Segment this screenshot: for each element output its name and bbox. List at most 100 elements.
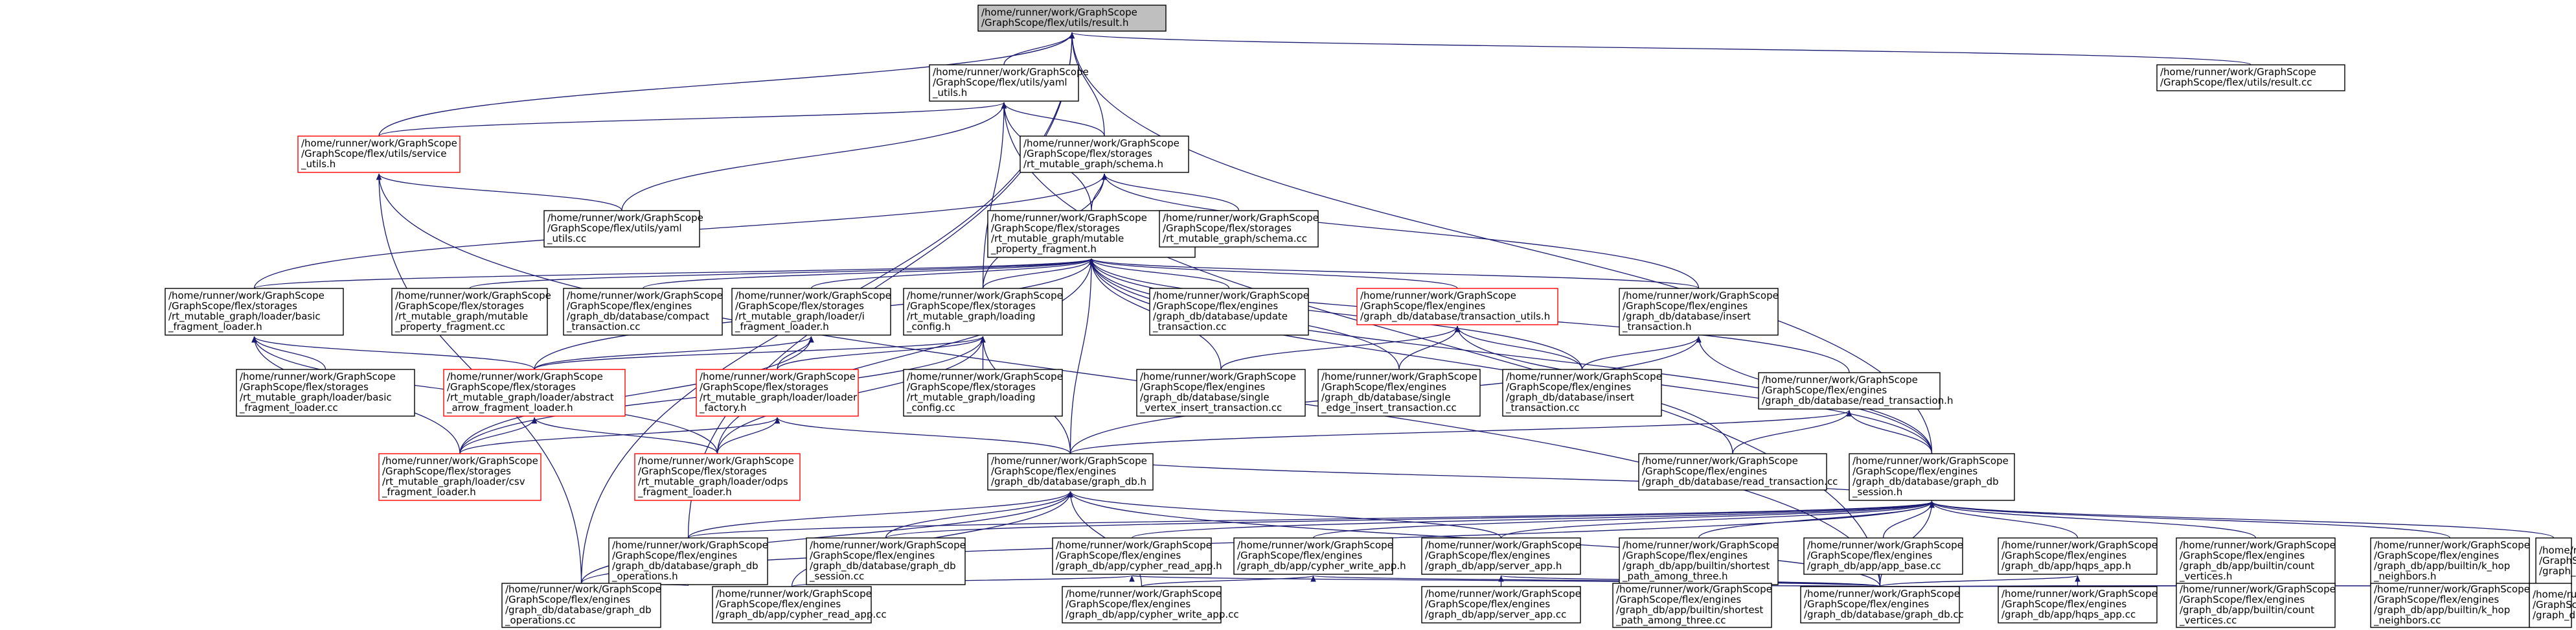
node-cypher-write-cc[interactable]: /home/runner/work/GraphScope/GraphScope/… [1062, 586, 1239, 624]
include-edge-graph_db_session_h-to-mutable_fragment_h [1088, 258, 1933, 454]
node-label-line: /home/runner/work/GraphScope [567, 290, 723, 301]
node-cypher-read-cc[interactable]: /home/runner/work/GraphScope/GraphScope/… [712, 586, 887, 624]
node-pagerank-h[interactable]: /home/runner/work/GraphScope/GraphScope/… [2535, 537, 2576, 585]
node-label-line: /home/runner/work/GraphScope [2539, 544, 2576, 556]
node-odps-loader-h[interactable]: /home/runner/work/GraphScope/GraphScope/… [634, 453, 801, 501]
node-txn-utils-h[interactable]: /home/runner/work/GraphScope/GraphScope/… [1356, 288, 1558, 325]
node-box [165, 288, 344, 336]
node-box [297, 135, 461, 173]
node-service-utils-h[interactable]: /home/runner/work/GraphScope/GraphScope/… [297, 135, 461, 173]
node-label-line: /rt_mutable_graph/mutable [991, 233, 1124, 245]
node-i-loader-h[interactable]: /home/runner/work/GraphScope/GraphScope/… [731, 288, 891, 336]
node-label-line: /home/runner/work/GraphScope [1321, 371, 1477, 382]
node-label-line: /GraphScope/flex/engines [2374, 550, 2499, 561]
node-loading-config-cc[interactable]: /home/runner/work/GraphScope/GraphScope/… [903, 369, 1063, 417]
include-edge-loader_factory_h-to-i_loader_h [777, 336, 814, 370]
node-label-line: /graph_db/app/builtin/k_hop [2374, 604, 2510, 616]
include-edge-csv_loader_h-to-i_loader_h [459, 336, 814, 454]
node-single-vertex-cc[interactable]: /home/runner/work/GraphScope/GraphScope/… [1136, 369, 1306, 417]
include-edge-graph_db_ops_h-to-result_h [687, 32, 1075, 539]
node-cypher-read-h[interactable]: /home/runner/work/GraphScope/GraphScope/… [1052, 537, 1222, 575]
node-label-line: /GraphScope/flex/engines [1425, 598, 1550, 610]
node-mutable-fragment-cc[interactable]: /home/runner/work/GraphScope/GraphScope/… [391, 288, 551, 336]
node-update-txn-cc[interactable]: /home/runner/work/GraphScope/GraphScope/… [1149, 288, 1309, 336]
node-loading-config-h[interactable]: /home/runner/work/GraphScope/GraphScope/… [903, 288, 1063, 336]
include-edge-mutable_fragment_cc-to-mutable_fragment_h [469, 258, 1094, 289]
node-graph-db-session-cc[interactable]: /home/runner/work/GraphScope/GraphScope/… [806, 537, 966, 585]
node-label-line: /home/runner/work/GraphScope [1153, 290, 1309, 301]
node-shortest-h[interactable]: /home/runner/work/GraphScope/GraphScope/… [1619, 537, 1779, 585]
node-insert-txn-h[interactable]: /home/runner/work/GraphScope/GraphScope/… [1619, 288, 1779, 336]
node-yaml-utils-h[interactable]: /home/runner/work/GraphScope/GraphScope/… [929, 64, 1089, 102]
node-hqps-app-cc[interactable]: /home/runner/work/GraphScope/GraphScope/… [1998, 586, 2158, 624]
node-result-h[interactable]: /home/runner/work/GraphScope/GraphScope/… [977, 5, 1167, 32]
node-pagerank-cc[interactable]: /home/runner/work/GraphScope/GraphScope/… [2529, 583, 2576, 628]
include-edge-insert_txn_cc-to-txn_utils_h [1454, 325, 1583, 370]
node-shortest-cc[interactable]: /home/runner/work/GraphScope/GraphScope/… [1612, 583, 1772, 628]
node-label-line: /home/runner/work/GraphScope [447, 371, 603, 382]
node-label-line: _utils.cc [547, 233, 586, 245]
node-label-line: /graph_db/database/update [1153, 310, 1288, 323]
node-schema-cc[interactable]: /home/runner/work/GraphScope/GraphScope/… [1159, 210, 1319, 248]
node-label-line: /graph_db/database/graph_db.cc [1804, 609, 1964, 621]
node-graph-db-session-h[interactable]: /home/runner/work/GraphScope/GraphScope/… [1849, 453, 2015, 501]
node-k-hop-h[interactable]: /home/runner/work/GraphScope/GraphScope/… [2370, 537, 2530, 585]
node-label-line: _transaction.cc [566, 321, 641, 333]
node-abstract-loader-h[interactable]: /home/runner/work/GraphScope/GraphScope/… [443, 369, 626, 417]
node-box [1502, 369, 1662, 417]
node-server-app-h[interactable]: /home/runner/work/GraphScope/GraphScope/… [1421, 537, 1581, 575]
node-yaml-utils-cc[interactable]: /home/runner/work/GraphScope/GraphScope/… [543, 210, 703, 248]
node-graph-db-h[interactable]: /home/runner/work/GraphScope/GraphScope/… [987, 453, 1154, 491]
node-server-app-cc[interactable]: /home/runner/work/GraphScope/GraphScope/… [1421, 586, 1581, 624]
node-app-base-cc[interactable]: /home/runner/work/GraphScope/GraphScope/… [1803, 537, 1963, 575]
node-hqps-app-h[interactable]: /home/runner/work/GraphScope/GraphScope/… [1998, 537, 2158, 575]
node-label-line: /home/runner/work/GraphScope [907, 371, 1063, 382]
node-basic-loader-cc[interactable]: /home/runner/work/GraphScope/GraphScope/… [236, 369, 415, 417]
node-label-line: /home/runner/work/GraphScope [991, 455, 1147, 467]
node-cypher-write-h[interactable]: /home/runner/work/GraphScope/GraphScope/… [1233, 537, 1406, 575]
node-box [236, 369, 415, 417]
node-single-edge-cc[interactable]: /home/runner/work/GraphScope/GraphScope/… [1317, 369, 1481, 417]
node-label-line: _path_among_three.cc [1615, 614, 1726, 627]
node-label-line: _fragment_loader.h [382, 486, 476, 498]
include-edge-insert_txn_cc-to-mutable_fragment_h [1088, 258, 1583, 370]
node-loader-factory-h[interactable]: /home/runner/work/GraphScope/GraphScope/… [696, 369, 859, 417]
node-label-line: /GraphScope/flex/engines [1623, 550, 1748, 561]
node-label-line: /GraphScope/flex/engines [1506, 381, 1631, 393]
node-label-line: /GraphScope/flex/engines [1153, 300, 1278, 312]
include-edge-abstract_loader_h-to-basic_loader_h [251, 336, 535, 370]
node-label-line: /GraphScope/flex/engines [2001, 598, 2126, 610]
node-graph-db-ops-cc[interactable]: /home/runner/work/GraphScope/GraphScope/… [501, 583, 661, 628]
node-read-txn-h[interactable]: /home/runner/work/GraphScope/GraphScope/… [1758, 372, 1953, 410]
node-result-cc[interactable]: /home/runner/work/GraphScope/GraphScope/… [2156, 64, 2345, 91]
node-label-line: /rt_mutable_graph/mutable [395, 310, 528, 323]
node-label-line: _fragment_loader.h [168, 321, 262, 333]
node-label-line: /graph_db/app/builtin/count [2180, 560, 2314, 572]
include-edge-graph_db_cc-to-yaml_utils_h [1001, 102, 1881, 587]
node-label-line: /graph_db/app/server_app.cc [1425, 609, 1566, 621]
node-label-line: /GraphScope/flex/engines [991, 465, 1116, 477]
include-edge-service_utils_h-to-yaml_utils_h [378, 102, 1007, 137]
node-csv-loader-h[interactable]: /home/runner/work/GraphScope/GraphScope/… [378, 453, 541, 501]
node-box [1136, 369, 1306, 417]
node-label-line: _vertices.cc [2179, 614, 2237, 627]
node-basic-loader-h[interactable]: /home/runner/work/GraphScope/GraphScope/… [165, 288, 344, 336]
node-count-vertices-h[interactable]: /home/runner/work/GraphScope/GraphScope/… [2176, 537, 2336, 585]
include-edge-txn_utils_h-to-mutable_fragment_h [1089, 258, 1458, 289]
node-label-line: /graph_db/app/builtin/pagerank.h [2539, 565, 2576, 578]
node-label-line: /GraphScope/flex/engines [1804, 598, 1929, 610]
node-insert-txn-cc[interactable]: /home/runner/work/GraphScope/GraphScope/… [1502, 369, 1662, 417]
node-box [2156, 64, 2345, 91]
node-label-line: /graph_db/app/server_app.h [1425, 560, 1562, 572]
node-graph-db-cc[interactable]: /home/runner/work/GraphScope/GraphScope/… [1800, 586, 1964, 624]
include-edge-single_vertex_cc-to-txn_utils_h [1220, 325, 1461, 370]
node-read-txn-cc[interactable]: /home/runner/work/GraphScope/GraphScope/… [1638, 453, 1838, 491]
node-schema-h[interactable]: /home/runner/work/GraphScope/GraphScope/… [1020, 135, 1189, 173]
node-compact-txn-cc[interactable]: /home/runner/work/GraphScope/GraphScope/… [563, 288, 723, 336]
node-box [1317, 369, 1481, 417]
node-label-line: /rt_mutable_graph/loader/abstract [447, 391, 614, 404]
node-count-vertices-cc[interactable]: /home/runner/work/GraphScope/GraphScope/… [2176, 583, 2336, 628]
node-box [1612, 583, 1772, 628]
node-graph-db-ops-h[interactable]: /home/runner/work/GraphScope/GraphScope/… [608, 537, 768, 585]
node-k-hop-cc[interactable]: /home/runner/work/GraphScope/GraphScope/… [2370, 583, 2530, 628]
